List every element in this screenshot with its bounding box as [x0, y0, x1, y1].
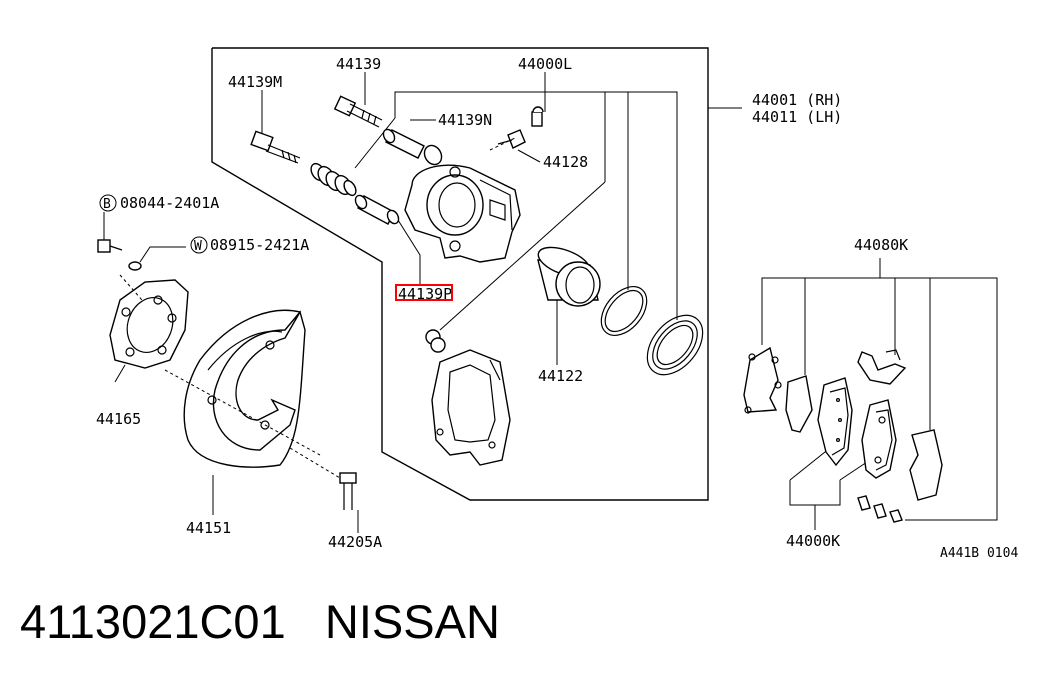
backing-plate-44165	[109, 274, 189, 383]
leader-44000L	[394, 91, 678, 320]
anti-squeal-shim	[785, 375, 813, 433]
leader-44000K	[789, 480, 841, 506]
highlight-44139P	[395, 284, 453, 301]
label-44080K: 44080K	[854, 236, 908, 254]
bolt-44139	[333, 95, 383, 128]
pad-retainer	[857, 349, 907, 385]
label-08915: 08915-2421A	[210, 236, 309, 254]
diagram-code: A441B 0104	[940, 546, 1018, 561]
pin-44139P	[354, 194, 400, 225]
bolt-08044	[97, 212, 123, 253]
mark-b-circle	[99, 194, 117, 212]
leader-44080K	[761, 277, 998, 521]
caliper-assembly-frame	[211, 47, 709, 501]
label-44165: 44165	[96, 410, 141, 428]
pin-boot	[310, 162, 357, 197]
footer-part-number: 4113021C01 NISSAN	[20, 594, 500, 649]
label-44128: 44128	[543, 153, 588, 171]
caliper-body	[404, 164, 521, 263]
bleeder-screw-44128	[489, 106, 544, 151]
washer-08915	[128, 246, 186, 271]
label-44000L: 44000L	[518, 55, 572, 73]
label-44001: 44001 (RH)	[752, 91, 842, 109]
label-08044: 08044-2401A	[120, 194, 219, 212]
label-44139M: 44139M	[228, 73, 282, 91]
brand-name: NISSAN	[324, 595, 500, 648]
guide-bolt-44139M	[250, 130, 301, 164]
label-44139N: 44139N	[438, 111, 492, 129]
label-44139: 44139	[336, 55, 381, 73]
dust-shield-44151	[164, 309, 341, 515]
piston-boot	[646, 314, 704, 376]
part-number: 4113021C01	[20, 595, 286, 648]
label-44139P: 44139P	[398, 285, 452, 303]
piston-44122	[537, 246, 601, 307]
brake-pad-outer	[861, 399, 897, 479]
bolt-44205A	[339, 472, 359, 533]
pad-clips	[857, 495, 903, 523]
outer-shim	[909, 429, 943, 501]
mark-w: W	[194, 239, 202, 254]
label-44011: 44011 (LH)	[752, 108, 842, 126]
label-44122: 44122	[538, 367, 583, 385]
label-44205A: 44205A	[328, 533, 382, 551]
pin-sleeve-44139N	[382, 128, 443, 166]
label-44000K: 44000K	[786, 532, 840, 550]
mark-w-circle	[190, 236, 208, 254]
brake-pad-inner	[817, 377, 853, 467]
label-44151: 44151	[186, 519, 231, 537]
pad-shim	[743, 346, 782, 414]
mark-b: B	[103, 197, 111, 212]
torque-member-bracket	[425, 329, 511, 466]
piston-seal	[600, 286, 648, 336]
